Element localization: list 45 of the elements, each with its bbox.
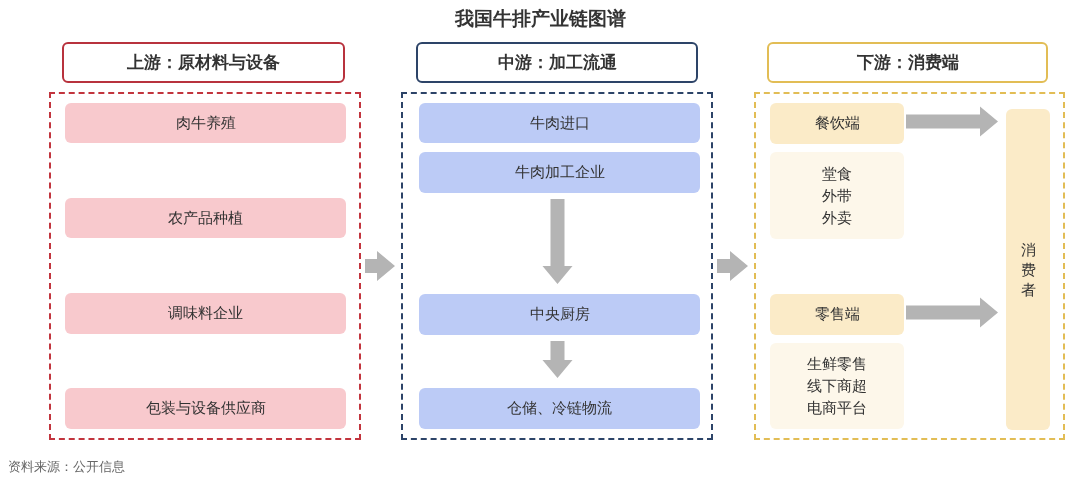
node-text: 上游：原材料与设备: [127, 50, 280, 74]
node-text: 中央厨房: [529, 304, 590, 326]
node-text: 农产品种植: [168, 207, 243, 229]
process-box: [770, 103, 904, 144]
consumer-box: [1006, 109, 1050, 430]
node-text: 外带: [822, 185, 852, 207]
block-arrow: [542, 199, 573, 284]
process-box: [419, 294, 700, 335]
process-box: [770, 294, 904, 335]
node-text: 包装与设备供应商: [145, 398, 266, 420]
stage-header: [62, 42, 345, 83]
node-text: 下游：消费端: [856, 50, 959, 74]
node-text: 外卖: [822, 207, 852, 229]
process-box: [65, 293, 346, 334]
process-box: [419, 103, 700, 143]
process-box: [65, 198, 346, 238]
dashed-group-frame: [754, 92, 1065, 440]
node-text: 餐饮端: [814, 113, 860, 135]
node-text: 仓储、冷链物流: [507, 398, 612, 420]
node-text: 牛肉加工企业: [514, 162, 605, 184]
node-text: 电商平台: [807, 398, 867, 419]
node-text: 中游：加工流通: [497, 50, 617, 74]
node-text: 生鲜零售: [807, 354, 867, 375]
node-text: 肉牛养殖: [175, 112, 236, 134]
block-arrow: [906, 106, 998, 137]
node-text: 线下商超: [807, 376, 867, 397]
block-arrow: [365, 251, 395, 281]
process-box: [419, 388, 700, 429]
node-text: 调味料企业: [168, 303, 243, 325]
stage-header: [767, 42, 1048, 83]
node-text: 堂食: [822, 163, 852, 185]
node-text: 零售端: [814, 304, 860, 326]
block-arrow: [717, 251, 748, 281]
diagram-title: 我国牛排产业链图谱: [454, 6, 626, 31]
block-arrow: [906, 297, 998, 328]
stage-header: [416, 42, 698, 83]
process-box: [419, 152, 700, 193]
dashed-group-frame: [49, 92, 361, 440]
block-arrow: [542, 341, 573, 378]
process-box: [65, 388, 346, 429]
process-box: [65, 103, 346, 143]
node-text: 牛肉进口: [529, 112, 590, 134]
source-note: 资料来源：公开信息: [8, 458, 125, 476]
node-text: 消费者: [1020, 239, 1036, 300]
dashed-group-frame: [401, 92, 713, 440]
